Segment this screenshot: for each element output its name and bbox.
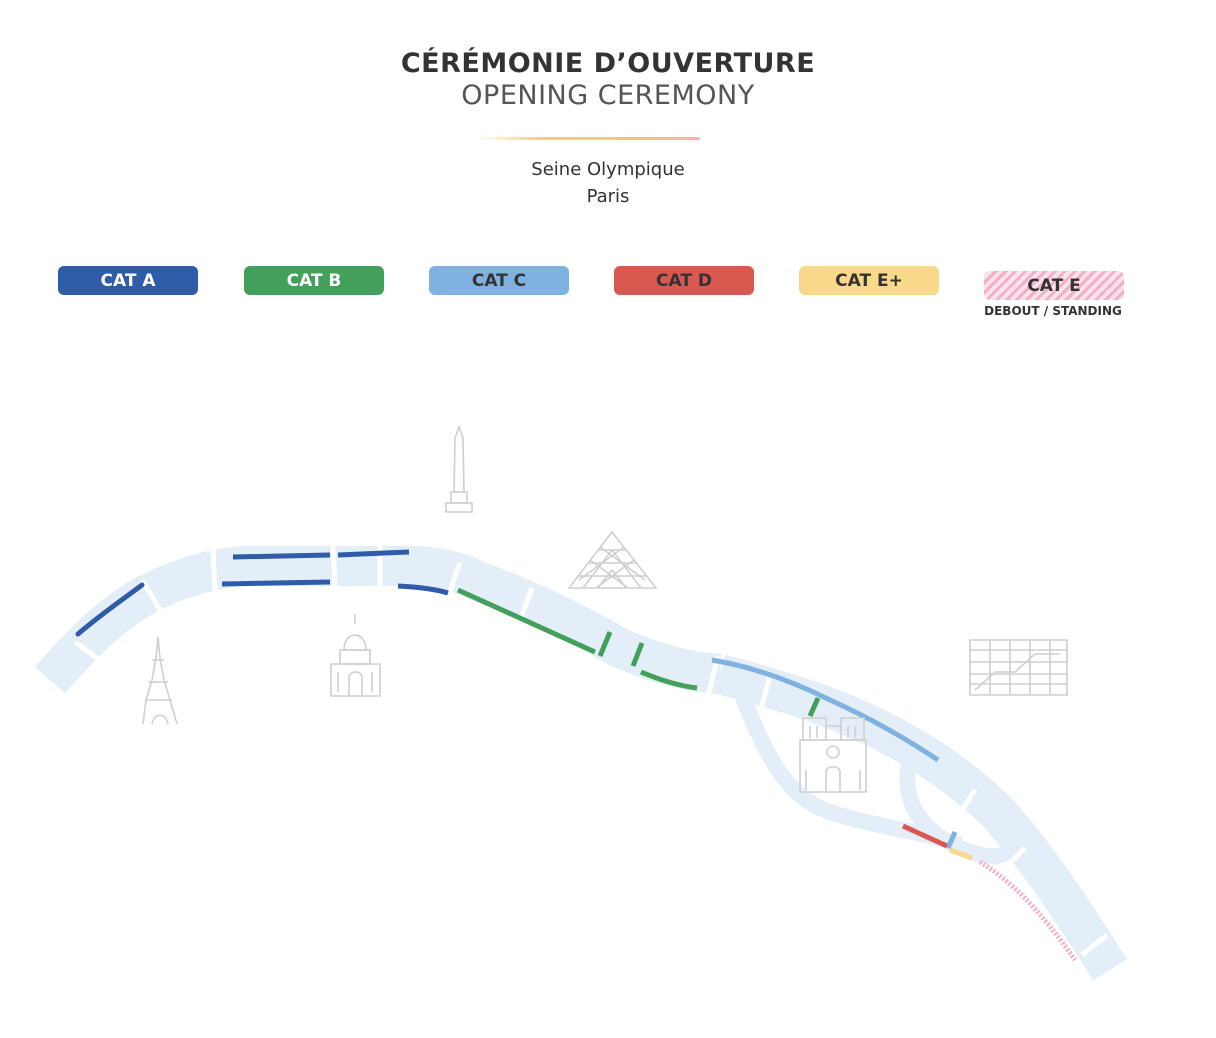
segment-cat-e [978,859,1078,962]
segment-cat-d [901,823,949,849]
legend-cat-a[interactable]: CAT A [58,266,198,295]
pompidou-centre-icon [969,639,1068,696]
seating-segments [75,549,1078,962]
title-divider [478,137,700,140]
legend-label: CAT C [471,270,527,291]
seine-river [34,545,1127,981]
title-french: CÉRÉMONIE D’OUVERTURE [400,48,816,79]
header: CÉRÉMONIE D’OUVERTURE OPENING CEREMONY [0,48,1216,112]
segment-cat-e-plus [949,847,973,861]
venue-name: Seine Olympique [531,159,685,180]
title-english: OPENING CEREMONY [461,80,755,111]
legend-cat-c[interactable]: CAT C [429,266,569,295]
legend-cat-b[interactable]: CAT B [244,266,384,295]
segment-cat-b [630,642,645,667]
segment-cat-c [945,830,958,850]
segment-cat-b [640,669,698,691]
legend-label: CAT A [100,270,156,291]
venue: Seine Olympique Paris [0,156,1216,210]
legend-cat-e-sublabel: DEBOUT / STANDING [984,304,1122,318]
invalides-dome-icon [330,614,381,697]
legend-cat-d[interactable]: CAT D [614,266,754,295]
legend-label: CAT D [656,270,712,291]
segment-cat-a [232,552,331,560]
segment-cat-b [807,696,821,718]
legend-cat-e[interactable]: CAT E [984,271,1124,300]
eiffel-tower-icon [142,636,178,725]
river-island-arm [899,758,1023,865]
segment-cat-a [75,582,145,637]
venue-city: Paris [586,186,630,207]
legend-cat-e-plus[interactable]: CAT E+ [799,266,939,295]
river-east [714,654,1127,981]
segment-cat-b [456,587,597,655]
segment-cat-b [597,631,613,657]
segment-cat-a [397,583,449,596]
landmarks [142,424,1068,793]
notre-dame-icon [799,717,867,793]
obelisk-icon [445,424,473,513]
legend-label: CAT B [286,270,342,291]
segment-cat-c [711,657,940,763]
river-main [34,546,722,694]
legend-label: CAT E+ [835,270,903,291]
segment-cat-a [337,549,410,558]
legend-label: CAT E [1027,275,1081,296]
louvre-pyramid-icon [567,530,658,589]
segment-cat-a [221,579,331,587]
